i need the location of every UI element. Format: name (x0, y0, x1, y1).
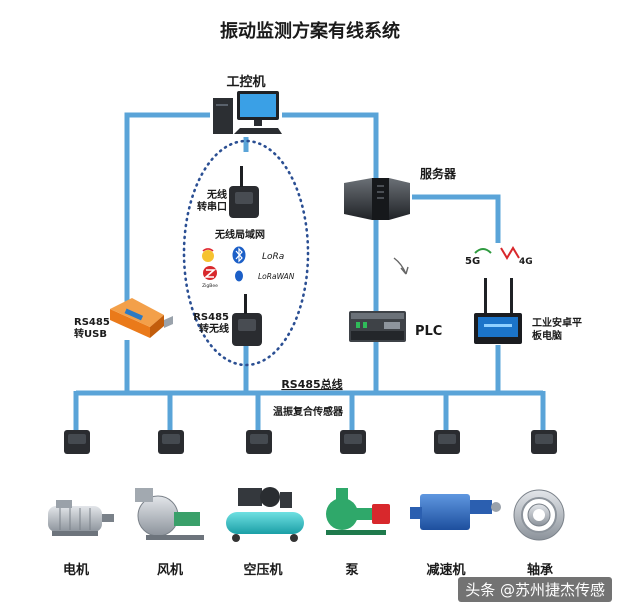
tablet-label-line2: 板电脑 (532, 329, 562, 342)
wireless-serial-module-icon (229, 166, 259, 218)
sensor-group-label: 温振复合传感器 (273, 405, 344, 418)
industrial-tablet-icon (474, 278, 522, 344)
bearing-icon (513, 489, 565, 541)
wireless-lan-boundary (182, 139, 310, 367)
cell-4g-label: 4G (519, 257, 533, 267)
device-label-fan: 风机 (157, 562, 183, 578)
cell-5g-label: 5G (465, 256, 480, 267)
rs485-usb-converter-icon (110, 298, 173, 338)
sensor-row (64, 430, 557, 454)
sensor-icon (531, 430, 557, 454)
device-label-gear-reducer: 减速机 (426, 562, 465, 578)
pump-icon (326, 488, 390, 535)
diagram-title: 振动监测方案有线系统 (220, 20, 400, 42)
wireless-lan-label: 无线局域网 (214, 228, 265, 241)
wireless-serial-label-line1: 无线 (206, 188, 227, 201)
plc-label: PLC (415, 324, 442, 339)
device-label-pump: 泵 (345, 563, 358, 578)
device-label-bearing: 轴承 (527, 562, 553, 578)
plc-icon (349, 311, 406, 342)
industrial-pc-icon (213, 91, 282, 134)
server-label: 服务器 (420, 166, 457, 181)
bluetooth-icon (232, 246, 246, 264)
server-icon (344, 178, 410, 220)
rs485-wireless-label-line2: 转无线 (199, 322, 229, 335)
industrial-pc-label: 工控机 (226, 74, 265, 90)
rs485-usb-label-line1: RS485 (74, 317, 110, 328)
sensor-icon (64, 430, 90, 454)
rs485-wireless-label-line1: RS485 (193, 312, 229, 323)
wifi-signal-icon (202, 248, 214, 262)
lorawan-logo: LoRaWAN (258, 272, 295, 281)
sensor-icon (340, 430, 366, 454)
tablet-label-text: 工业安卓平 (532, 316, 582, 329)
connection-lines (73, 112, 546, 430)
rs485-wireless-module-icon (232, 294, 262, 346)
cell-5g-icon: 5G (465, 248, 492, 267)
zigbee-logo: ZigBee (202, 283, 218, 289)
air-compressor-icon (226, 487, 304, 542)
cell-4g-icon: 4G (500, 246, 533, 267)
motor-icon (48, 500, 114, 536)
rs485-usb-label-line2: 转USB (74, 327, 107, 340)
zigbee-icon (203, 266, 217, 280)
fan-icon (135, 488, 204, 540)
wireless-serial-label-line2: 转串口 (197, 200, 227, 213)
wireless-serial-label: 无线转串口 (197, 188, 227, 213)
line-pc-left (124, 112, 210, 310)
bluetooth-small-icon (235, 270, 243, 282)
sensor-icon (434, 430, 460, 454)
connector-mark (393, 257, 409, 275)
watermark: 头条 @苏州捷杰传感 (458, 577, 612, 602)
sensor-icon (246, 430, 272, 454)
tablet-label: 工业安卓平 板电脑 (532, 316, 585, 342)
device-label-motor: 电机 (63, 562, 89, 578)
device-label-air-compressor: 空压机 (243, 562, 282, 578)
rs485-bus-label: RS485总线 (281, 377, 342, 391)
line-server-tablet (412, 194, 501, 243)
gear-reducer-icon (410, 494, 501, 530)
sensor-icon (158, 430, 184, 454)
lora-logo: LoRa (262, 252, 284, 262)
line-pc-right (282, 112, 379, 182)
